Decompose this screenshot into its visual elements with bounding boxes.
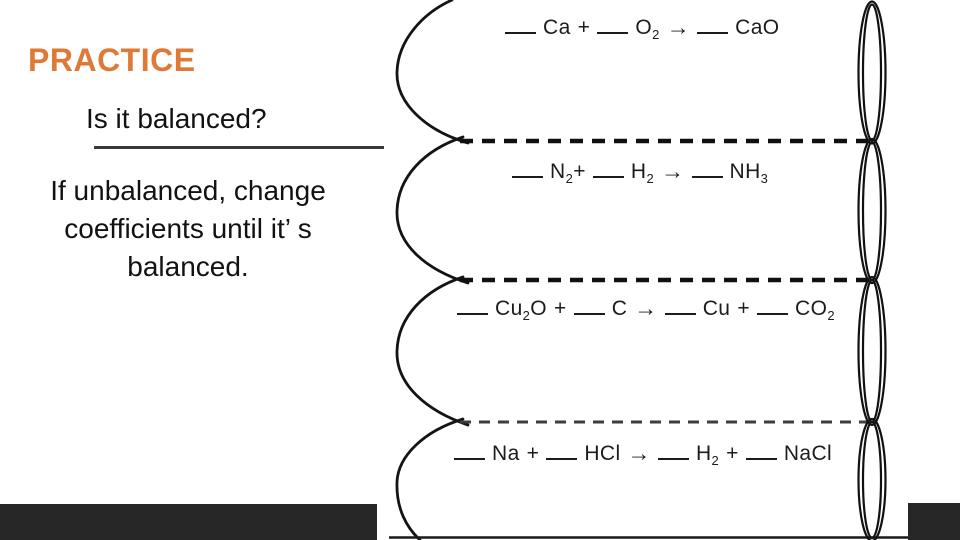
- formula-fragment: Cu2O: [495, 297, 548, 324]
- arrow-icon: →: [627, 440, 651, 466]
- blank-field: [505, 30, 536, 34]
- blank-field: [592, 174, 624, 178]
- flap-curve-2: [395, 135, 470, 285]
- formula-fragment: +: [737, 297, 751, 320]
- binder-ring-4: [857, 417, 887, 540]
- blank-field: [597, 30, 629, 34]
- formula-fragment: NaCl: [783, 442, 833, 465]
- blank-field: [454, 456, 485, 460]
- blank-field: [657, 456, 689, 460]
- bottom-left-bar: [0, 504, 377, 540]
- blank-field: [691, 174, 723, 178]
- formula-fragment: CO2: [795, 297, 835, 324]
- blank-field: [664, 311, 696, 315]
- arrow-icon: →: [661, 158, 685, 184]
- binder-ring-1: [857, 0, 887, 145]
- blank-field: [457, 311, 488, 315]
- formula-fragment: HCl: [584, 442, 621, 465]
- body-line-2: coefficients until it’ s: [64, 213, 312, 244]
- formula-fragment: CaO: [735, 16, 780, 39]
- formula-fragment: NH3: [729, 160, 769, 187]
- body-line-3: balanced.: [127, 251, 249, 282]
- arrow-icon: →: [634, 295, 658, 321]
- equation-3: Cu2O + C → Cu + CO2: [457, 294, 835, 324]
- formula-fragment: +: [577, 16, 591, 39]
- formula-fragment: +: [554, 297, 567, 320]
- equation-1: Ca + O2→ CaO: [505, 13, 780, 43]
- equation-2: N2+ H2→ NH3: [512, 157, 769, 187]
- blank-field: [573, 311, 605, 315]
- flap-curve-4: [395, 417, 465, 540]
- flap-curve-3: [395, 275, 470, 427]
- slide-body: If unbalanced, change coefficients until…: [8, 172, 368, 286]
- equation-4: Na + HCl → H2 + NaCl: [454, 439, 833, 469]
- formula-fragment: +: [726, 442, 739, 465]
- formula-fragment: N2+: [550, 160, 586, 187]
- formula-fragment: H2: [630, 160, 655, 187]
- subtitle-underline: [94, 146, 384, 149]
- binder-ring-3: [857, 275, 887, 427]
- bottom-right-block: [908, 503, 960, 540]
- formula-fragment: +: [526, 442, 540, 465]
- formula-fragment: C: [611, 297, 628, 320]
- arrow-icon: →: [666, 14, 691, 40]
- blank-field: [546, 456, 578, 460]
- blank-field: [745, 456, 777, 460]
- slide-title: PRACTICE: [28, 42, 196, 78]
- binder-ring-2: [857, 137, 887, 285]
- blank-field: [757, 311, 789, 315]
- formula-fragment: Cu: [702, 297, 731, 320]
- formula-fragment: O2: [635, 16, 660, 43]
- formula-fragment: Ca: [543, 16, 571, 39]
- formula-fragment: H2: [695, 442, 720, 469]
- body-line-1: If unbalanced, change: [50, 175, 326, 206]
- formula-fragment: Na: [492, 442, 520, 465]
- slide-subtitle: Is it balanced?: [86, 103, 267, 134]
- blank-field: [512, 174, 543, 178]
- flap-curve-1: [395, 0, 470, 145]
- blank-field: [697, 30, 729, 34]
